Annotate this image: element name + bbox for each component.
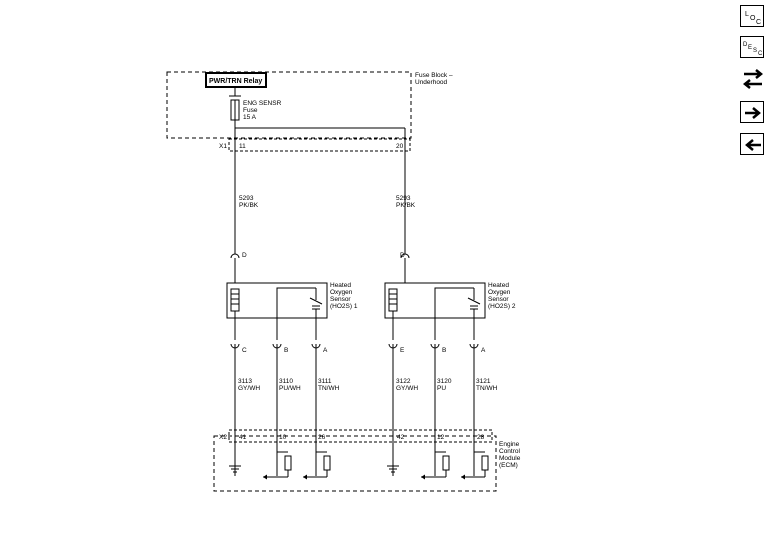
wire-2-circuit: 3110	[279, 378, 293, 385]
wire-3-circuit: 3111	[318, 378, 332, 385]
wire-4-color: GY/WH	[396, 385, 418, 392]
desc-button[interactable]: D E S C	[740, 36, 764, 58]
feed-wire-1-circuit: 5293	[239, 195, 254, 202]
sensor-1-line4: (HO2S) 1	[330, 303, 358, 310]
relay-box	[205, 72, 267, 88]
wire-3-pin: A	[323, 347, 328, 354]
relay-label: PWR/TRN Relay	[209, 78, 262, 85]
ecm-internals	[229, 451, 489, 478]
feed-wire-1-color: PK/BK	[239, 202, 259, 209]
fuse-rating: 15 A	[243, 114, 257, 121]
svg-text:L: L	[745, 11, 749, 18]
ecm-pin-4: 42	[397, 434, 405, 441]
ecm-outline	[213, 435, 497, 492]
sensor-2-line2: Oxygen	[488, 289, 511, 296]
wire-4-pin: E	[400, 347, 405, 354]
svg-text:O: O	[750, 15, 756, 22]
wire-6-pin: A	[481, 347, 486, 354]
fuse-name: ENG SENSR	[243, 100, 282, 107]
sensor-1-line3: Sensor	[330, 296, 351, 303]
wire-1-pin: C	[242, 347, 247, 354]
wire-5-color: PU	[437, 385, 446, 392]
sensor-2-line1: Heated	[488, 282, 509, 289]
wire-3-color: TN/WH	[318, 385, 340, 392]
wire-5-circuit: 3120	[437, 378, 452, 385]
ecm-pin-6: 28	[477, 434, 485, 441]
ecm-pin-5: 12	[437, 434, 445, 441]
x1-pin-right: 20	[396, 143, 404, 150]
svg-text:C: C	[758, 51, 763, 57]
svg-text:E: E	[748, 45, 752, 51]
wire-2-color: PU/WH	[279, 385, 301, 392]
svg-text:D: D	[743, 42, 748, 48]
sensor-2-line3: Sensor	[488, 296, 509, 303]
feed-wire-2-color: PK/BK	[396, 202, 416, 209]
ecm-line2: Control	[499, 448, 521, 455]
ecm-line4: (ECM)	[499, 462, 518, 469]
ecm-pin-2: 10	[279, 434, 287, 441]
ecm-line3: Module	[499, 455, 521, 462]
sensor-1-line2: Oxygen	[330, 289, 353, 296]
fuse-block-label-1: Fuse Block –	[415, 72, 453, 79]
ecm-pin-1: 41	[239, 434, 247, 441]
ecm-pin-3: 26	[318, 434, 326, 441]
wire-routing-icon	[742, 69, 764, 89]
wire-6-circuit: 3121	[476, 378, 491, 385]
x2-connector-label: X2	[219, 434, 227, 441]
desc-icon: D E S C	[743, 42, 763, 57]
sensor-1-line1: Heated	[330, 282, 351, 289]
ecm-line1: Engine	[499, 441, 520, 448]
loc-icon: L O C	[745, 11, 761, 26]
feed-wire-1-pin: D	[242, 252, 247, 259]
fuse-word: Fuse	[243, 107, 258, 114]
sensor-output-wires	[230, 318, 479, 476]
sensor-2-line4: (HO2S) 2	[488, 303, 516, 310]
feed-wire-2-pin: D	[400, 252, 405, 259]
wire-routing-button[interactable]	[740, 66, 766, 92]
fuse-block-label-2: Underhood	[415, 79, 448, 86]
back-arrow-icon	[745, 139, 761, 151]
svg-text:C: C	[756, 19, 761, 26]
forward-arrow-icon	[745, 107, 761, 119]
svg-text:S: S	[753, 48, 757, 54]
wire-2-pin: B	[284, 347, 288, 354]
wire-6-color: TN/WH	[476, 385, 498, 392]
x1-connector-label: X1	[219, 143, 227, 150]
loc-button[interactable]: L O C	[740, 5, 764, 27]
wire-4-circuit: 3122	[396, 378, 411, 385]
back-button[interactable]	[740, 133, 764, 155]
wire-1-circuit: 3113	[238, 378, 252, 385]
wire-1-color: GY/WH	[238, 385, 260, 392]
fuse-block-outline	[166, 71, 412, 139]
feed-wire-2-circuit: 5293	[396, 195, 411, 202]
wire-5-pin: B	[442, 347, 446, 354]
forward-button[interactable]	[740, 101, 764, 123]
x1-pin-left: 11	[239, 143, 246, 150]
